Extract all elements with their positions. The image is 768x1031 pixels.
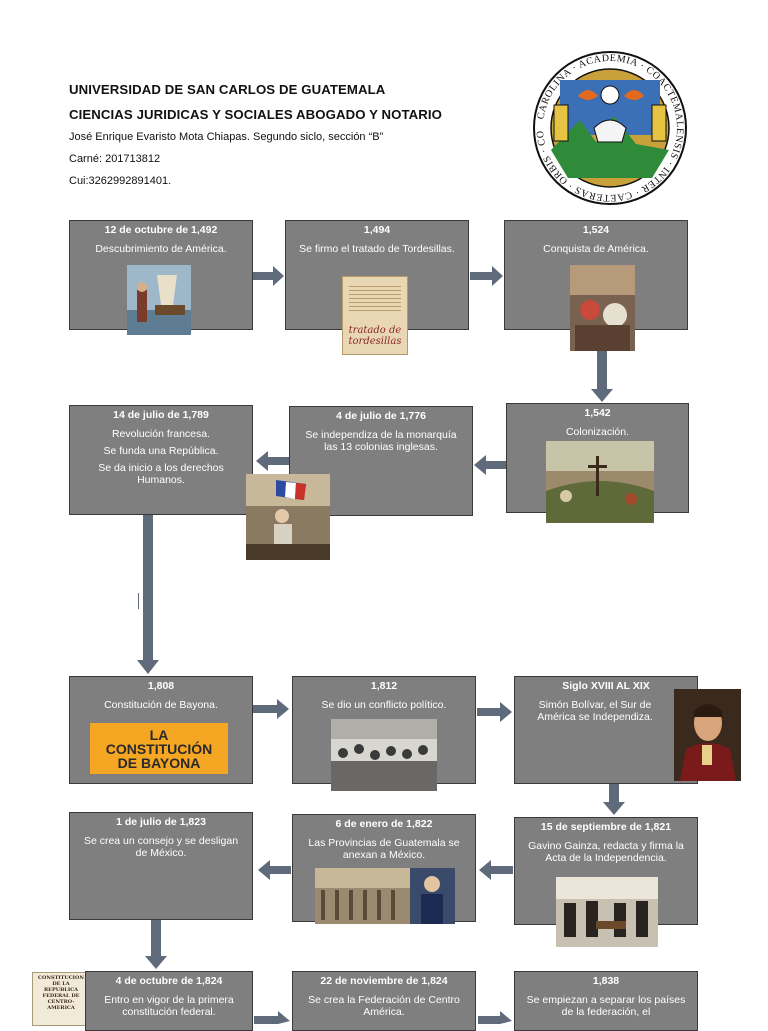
simon-bolivar-portrait-image (674, 689, 741, 781)
left-arrow-icon (256, 451, 289, 471)
timeline-box-1824-nov: 22 de noviembre de 1,824 Se crea la Fede… (292, 971, 476, 1031)
independence-act-painting-image (556, 877, 658, 947)
bayona-constitution-image: LA CONSTITUCIÓN DE BAYONA (90, 723, 228, 774)
right-arrow-icon (253, 699, 289, 719)
timeline-box-1824-oct: 4 de octubre de 1,824 Entro en vigor de … (85, 971, 253, 1031)
student-name: José Enrique Evaristo Mota Chiapas. Segu… (69, 131, 384, 143)
left-arrow-icon (258, 860, 291, 880)
timeline-box-siglo: Siglo XVIII AL XIX Simón Bolívar, el Sur… (514, 676, 698, 784)
left-arrow-icon (474, 455, 506, 475)
political-conflict-engraving-image (331, 719, 437, 791)
cui-text: Cui:3262992891401. (69, 175, 172, 187)
conquest-painting-image (570, 265, 635, 351)
right-arrow-icon (477, 702, 512, 722)
colonization-painting-image (546, 441, 654, 523)
left-arrow-icon (479, 860, 513, 880)
right-arrow-icon (478, 1011, 512, 1024)
federal-constitution-document-image: CONSTITUCION DE LA REPUBLICA FEDERAL DE … (32, 972, 90, 1026)
university-seal-logo: CAROLINA · ACADEMIA · COACTEMALENSIS · I… (532, 50, 687, 205)
tordesillas-label: tratado de tordesillas (348, 325, 402, 347)
right-arrow-icon (253, 266, 284, 286)
down-arrow-icon (145, 920, 167, 969)
bayona-label: LA CONSTITUCIÓN DE BAYONA (105, 726, 213, 771)
timeline-box-1789: 14 de julio de 1,789 Revolución francesa… (69, 405, 253, 515)
right-arrow-icon (254, 1011, 290, 1024)
french-revolution-painting-image (246, 474, 330, 560)
down-arrow-icon (603, 784, 625, 815)
down-arrow-icon (137, 515, 159, 674)
timeline-box-1823: 1 de julio de 1,823 Se crea un consejo y… (69, 812, 253, 920)
right-arrow-icon (470, 266, 503, 286)
tordesillas-document-image: tratado de tordesillas (342, 276, 408, 355)
timeline-box-1821: 15 de septiembre de 1,821 Gavino Gainza,… (514, 817, 698, 925)
discovery-painting-image (127, 265, 191, 335)
university-title: UNIVERSIDAD DE SAN CARLOS DE GUATEMALA (69, 82, 386, 97)
faculty-title: CIENCIAS JURIDICAS Y SOCIALES ABOGADO Y … (69, 107, 443, 122)
annexation-mexico-image (315, 868, 455, 924)
down-arrow-icon (591, 351, 613, 402)
timeline-box-1838: 1,838 Se empiezan a separar los países d… (514, 971, 698, 1031)
carne-text: Carné: 201713812 (69, 153, 161, 165)
constitucion-label: CONSTITUCION DE LA REPUBLICA FEDERAL DE … (38, 975, 84, 1011)
